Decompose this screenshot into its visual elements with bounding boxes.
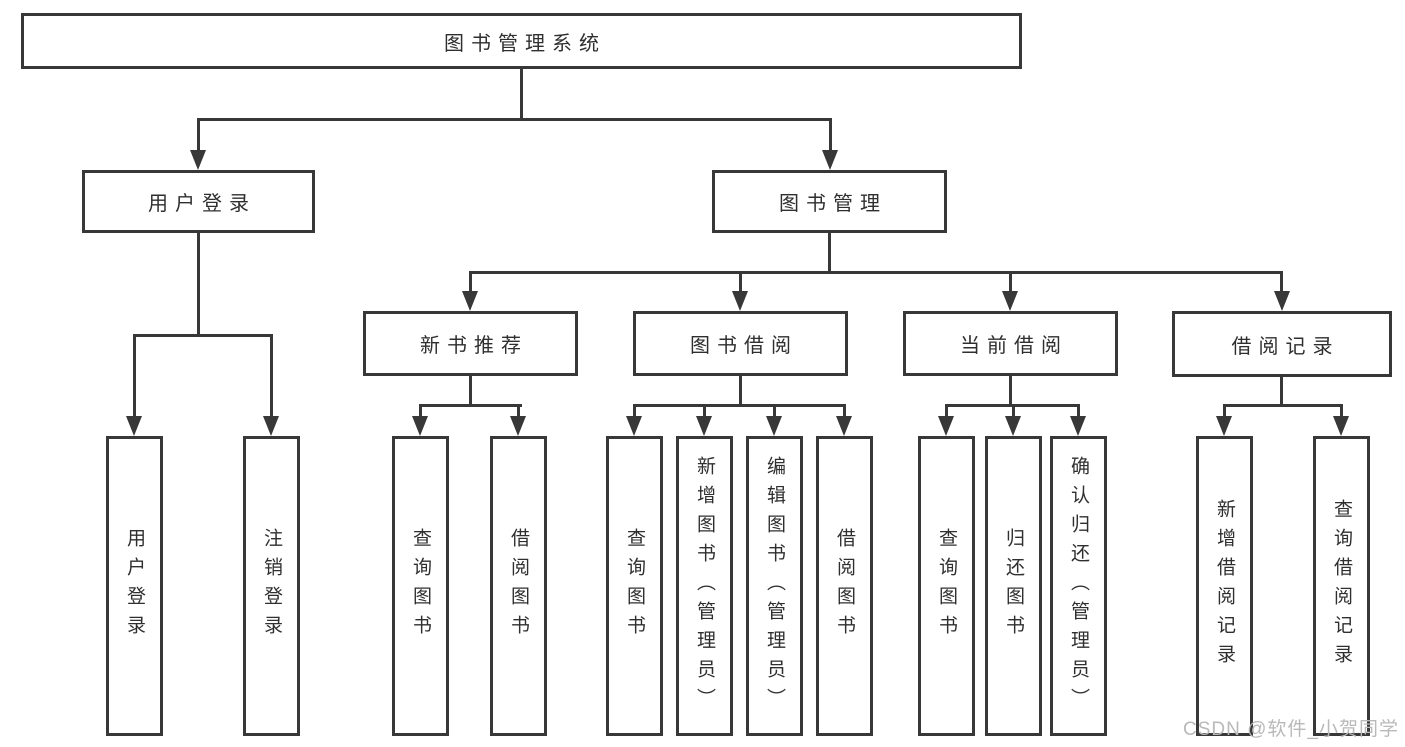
arrow-down-icon (836, 416, 852, 436)
leaf-add-borrow-record-label: 新增借阅记录 (1214, 499, 1235, 673)
leaf-add-borrow-record: 新增借阅记录 (1196, 436, 1253, 736)
arrow-down-icon (938, 416, 954, 436)
node-book-borrowing: 图书借阅 (633, 311, 848, 376)
leaf-query-books-recommend-label: 查询图书 (410, 528, 431, 644)
connector-line (1223, 404, 1226, 416)
node-current-borrowing: 当前借阅 (903, 311, 1118, 376)
arrow-down-icon (732, 291, 748, 311)
connector-line (829, 118, 832, 152)
node-current-borrowing-label: 当前借阅 (960, 335, 1068, 357)
leaf-return-books: 归还图书 (985, 436, 1042, 736)
connector-line (633, 404, 846, 407)
arrow-down-icon (510, 416, 526, 436)
arrow-down-icon (1002, 291, 1018, 311)
leaf-add-book-admin: 新增图书（管理员） (676, 436, 733, 736)
connector-line (1280, 377, 1283, 407)
leaf-query-books-current-label: 查询图书 (936, 528, 957, 644)
leaf-borrow-books-label: 借阅图书 (834, 528, 855, 644)
leaf-confirm-return-admin-label: 确认归还（管理员） (1068, 455, 1089, 717)
connector-line (197, 233, 200, 337)
leaf-query-books-current: 查询图书 (918, 436, 975, 736)
node-new-book-recommend-label: 新书推荐 (420, 335, 528, 357)
leaf-confirm-return-admin: 确认归还（管理员） (1050, 436, 1107, 736)
arrow-down-icon (412, 416, 428, 436)
leaf-query-borrow-record-label: 查询借阅记录 (1331, 499, 1352, 673)
connector-line (843, 404, 846, 416)
leaf-user-login: 用户登录 (106, 436, 163, 736)
arrow-down-icon (626, 416, 642, 436)
arrow-down-icon (1005, 416, 1021, 436)
leaf-borrow-books: 借阅图书 (816, 436, 873, 736)
connector-line (419, 404, 522, 407)
connector-line (1077, 404, 1080, 416)
connector-line (828, 233, 831, 274)
arrow-down-icon (462, 291, 478, 311)
leaf-borrow-books-recommend: 借阅图书 (490, 436, 547, 736)
leaf-user-login-label: 用户登录 (124, 528, 145, 644)
leaf-logout: 注销登录 (243, 436, 300, 736)
connector-line (270, 334, 273, 416)
connector-line (197, 118, 832, 121)
leaf-query-books-recommend: 查询图书 (392, 436, 449, 736)
connector-line (1009, 376, 1012, 407)
leaf-query-books-borrowing-label: 查询图书 (624, 528, 645, 644)
leaf-query-borrow-record: 查询借阅记录 (1313, 436, 1370, 736)
connector-line (703, 404, 706, 416)
leaf-edit-book-admin: 编辑图书（管理员） (746, 436, 803, 736)
leaf-logout-label: 注销登录 (261, 528, 282, 644)
arrow-down-icon (1333, 416, 1349, 436)
connector-line (520, 69, 523, 121)
leaf-return-books-label: 归还图书 (1003, 528, 1024, 644)
connector-line (1223, 404, 1343, 407)
csdn-watermark: CSDN @软件_小贺同学 (1183, 719, 1399, 740)
connector-line (197, 118, 200, 152)
node-borrowing-records: 借阅记录 (1172, 311, 1392, 377)
connector-line (633, 404, 636, 416)
connector-line (419, 404, 422, 416)
leaf-borrow-books-recommend-label: 借阅图书 (508, 528, 529, 644)
node-new-book-recommend: 新书推荐 (363, 311, 578, 376)
connector-line (1340, 404, 1343, 416)
arrow-down-icon (822, 150, 838, 170)
arrow-down-icon (190, 150, 206, 170)
connector-line (1009, 271, 1012, 293)
connector-line (517, 404, 520, 416)
node-book-management: 图书管理 (712, 170, 947, 233)
connector-line (739, 271, 742, 293)
node-library-system: 图书管理系统 (21, 13, 1022, 69)
arrow-down-icon (696, 416, 712, 436)
connector-line (469, 376, 472, 407)
connector-line (945, 404, 948, 416)
arrow-down-icon (766, 416, 782, 436)
connector-line (469, 271, 1283, 274)
node-user-login: 用户登录 (82, 170, 315, 233)
arrow-down-icon (1070, 416, 1086, 436)
node-book-management-label: 图书管理 (779, 193, 887, 215)
connector-line (469, 271, 472, 293)
connector-line (133, 334, 273, 337)
node-borrowing-records-label: 借阅记录 (1231, 335, 1340, 358)
connector-line (773, 404, 776, 416)
arrow-down-icon (1274, 291, 1290, 311)
node-book-borrowing-label: 图书借阅 (690, 335, 798, 357)
arrow-down-icon (1216, 416, 1232, 436)
connector-line (739, 376, 742, 407)
leaf-query-books-borrowing: 查询图书 (606, 436, 663, 736)
leaf-edit-book-admin-label: 编辑图书（管理员） (764, 455, 785, 717)
arrow-down-icon (263, 416, 279, 436)
connector-line (1280, 271, 1283, 293)
connector-line (1012, 404, 1015, 416)
leaf-add-book-admin-label: 新增图书（管理员） (694, 455, 715, 717)
node-user-login-label: 用户登录 (148, 193, 256, 215)
node-library-system-label: 图书管理系统 (444, 32, 606, 55)
arrow-down-icon (126, 416, 142, 436)
connector-line (133, 334, 136, 416)
